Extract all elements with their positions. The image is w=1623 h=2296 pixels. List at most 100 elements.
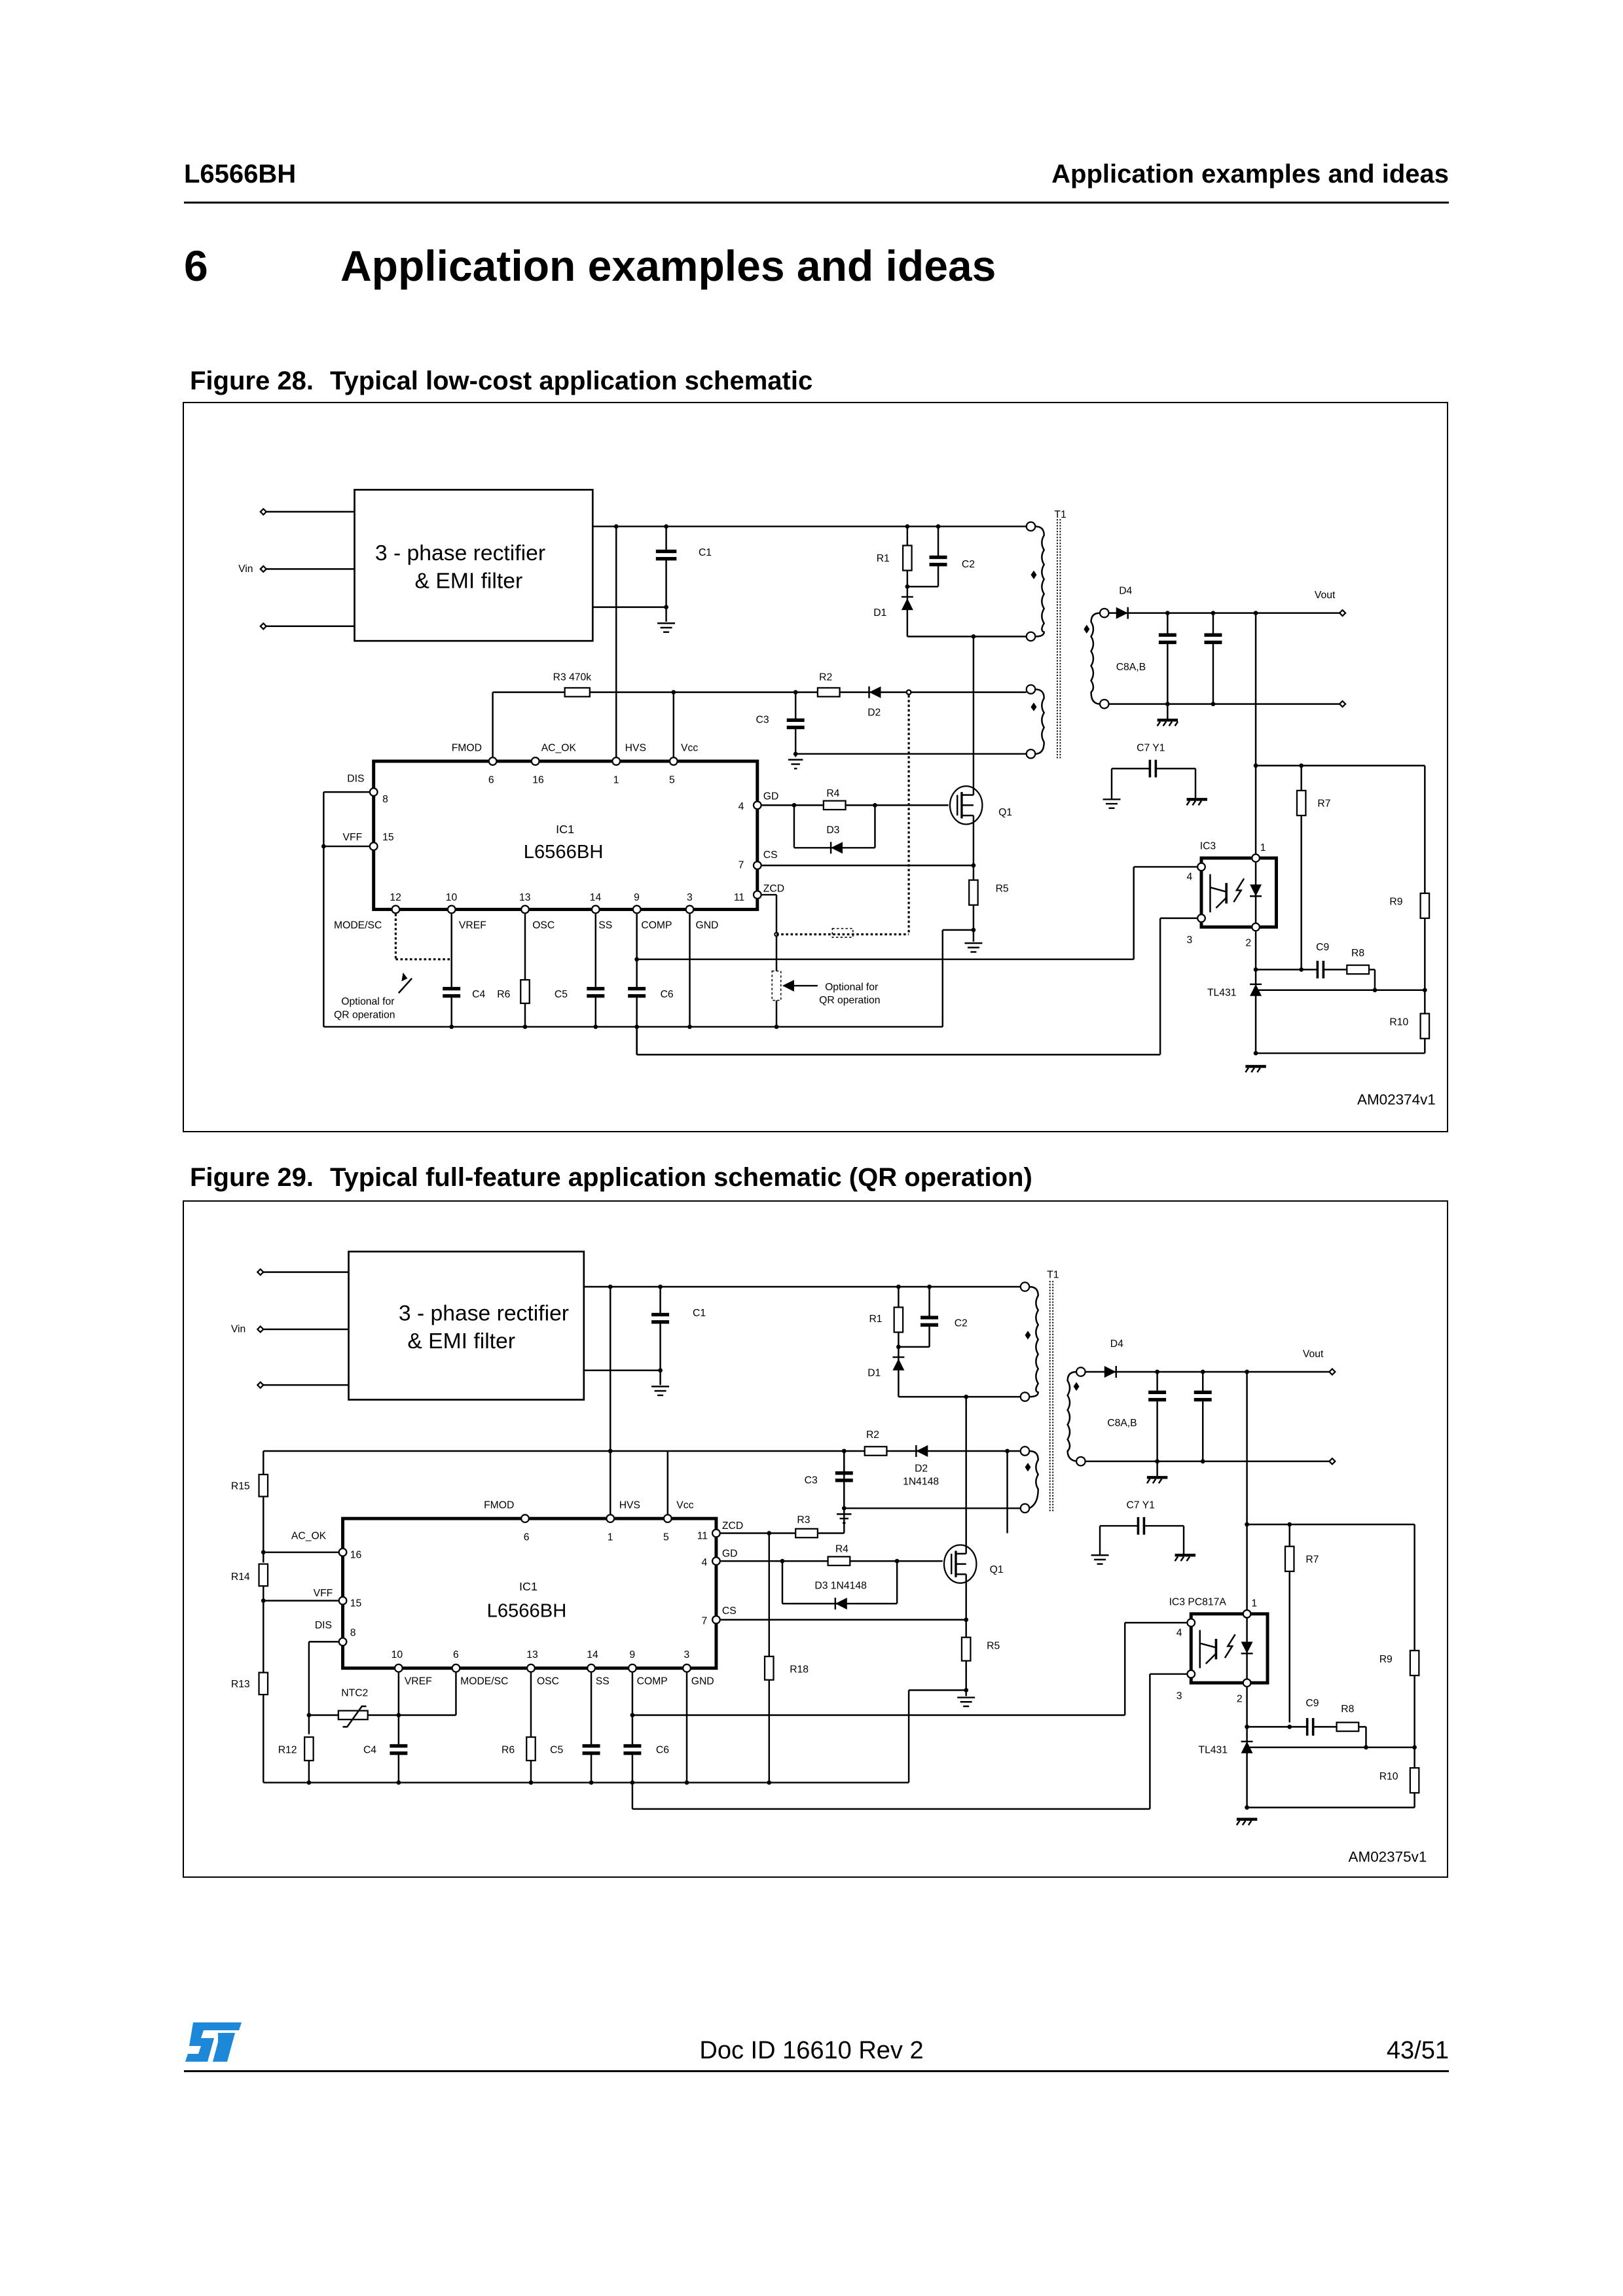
st-logo-icon [185,2022,242,2062]
pin-ss: SS [596,1676,610,1687]
figure-28-schematic: Vin 3 - phase rectifier & EMI filter C1 … [183,402,1448,1132]
r1-label: R1 [877,553,890,564]
pin-mode-sc: MODE/SC [334,920,382,931]
ic1-peripherals: Optional for QR operation C4 R6 C5 C6 Op… [323,893,1161,1056]
r3-label: R3 [797,1515,810,1526]
c9-label: C9 [1305,1698,1319,1709]
section-number: 6 [184,242,208,290]
vout-label: Vout [1315,590,1336,601]
optional-note-1b: QR operation [334,1009,395,1020]
vout-label: Vout [1303,1349,1324,1360]
snubber: R1 C2 D1 [867,1284,1021,1399]
r3-label: R3 470k [553,672,592,683]
pin-num: 15 [350,1598,362,1609]
r18-label: R18 [790,1664,809,1675]
pin-osc: OSC [532,920,555,931]
ic1-label: IC1 [519,1580,538,1593]
pin-hvs: HVS [625,742,646,753]
c4-label: C4 [472,989,485,1000]
optional-note-2b: QR operation [819,995,880,1006]
r7-label: R7 [1305,1554,1319,1565]
d3-label: D3 1N4148 [814,1581,867,1592]
c8-label: C8A,B [1107,1418,1137,1429]
secondary-output: D4 Vout C8A,B [1085,1338,1336,1808]
pin-num: 6 [524,1532,530,1543]
c3-label: C3 [805,1475,818,1486]
pin-num: 10 [392,1649,403,1660]
pin-num: 6 [453,1649,459,1660]
pin-num: 2 [1237,1693,1243,1704]
figure-number: Figure 28. [190,367,314,395]
r14-label: R14 [231,1571,250,1583]
pin-num: 7 [701,1616,707,1627]
r6-label: R6 [497,989,510,1000]
mosfet-q1-icon [949,636,983,942]
pin-fmod: FMOD [452,742,482,753]
pin-num: 4 [739,801,744,812]
rectifier-label-1: 3 - phase rectifier [375,541,545,565]
rectifier-label-2: & EMI filter [415,569,523,594]
r12-label: R12 [278,1745,297,1756]
gate-drive: R4 D3 1N4148 Q1 R5 [720,1397,1004,1708]
pin-num: 1 [1260,842,1266,853]
schematic-29-svg: Vin 3 - phase rectifier & EMI filter C1 … [231,1250,1427,1865]
pin-num: 15 [382,832,394,843]
transformer-t1: T1 [1025,509,1110,759]
ic1-part-label: L6566BH [487,1600,567,1621]
secondary-output: D4 Vout C8A,B [1108,585,1347,1055]
pin-zcd: ZCD [722,1520,743,1532]
pin-zcd: ZCD [763,884,784,895]
figure-id: AM02375v1 [1349,1849,1427,1865]
figure-29-schematic: Vin 3 - phase rectifier & EMI filter C1 … [183,1200,1448,1878]
r1-label: R1 [869,1314,882,1325]
pin-num: 16 [350,1550,362,1561]
footer-doc-id: Doc ID 16610 Rev 2 [699,2037,924,2064]
pin-num: 4 [1187,872,1193,883]
pin-num: 6 [488,775,494,786]
q1-label: Q1 [990,1564,1004,1575]
footer-page-number: 43/51 [1386,2037,1449,2064]
c7-label: C7 Y1 [1137,742,1165,753]
schematic-28-svg: Vin 3 - phase rectifier & EMI filter C1 … [238,488,1436,1108]
figure-title: Typical low-cost application schematic [330,367,813,395]
figure-28-caption: Figure 28. Typical low-cost application s… [190,367,812,396]
r10-label: R10 [1389,1017,1408,1028]
pin-num: 2 [1245,938,1251,949]
r6-label: R6 [501,1745,515,1756]
c6-label: C6 [656,1745,669,1756]
pin-num: 3 [684,1649,690,1660]
feedback-loop: R7 R9 R10 IC3 1 2 3 4 C9 R8 TL431 [1133,763,1431,1073]
footer-rule [184,2070,1449,2072]
pin-acok: AC_OK [291,1531,327,1542]
pin-comp: COMP [637,1676,668,1687]
pin-mode-sc: MODE/SC [460,1676,508,1687]
rectifier-label-1: 3 - phase rectifier [399,1302,569,1326]
d2-label: D2 [867,708,881,719]
header-rule [184,202,1449,204]
ic3-label: IC3 [1200,841,1216,852]
ic1-label: IC1 [556,823,574,836]
pin-vref: VREF [405,1676,432,1687]
snubber: R1 C2 D1 [873,524,1027,639]
pin-vref: VREF [459,920,486,931]
r7-label: R7 [1317,798,1330,810]
pin-num: 3 [687,892,693,903]
c2-label: C2 [962,559,975,570]
pin-num: 13 [519,892,531,903]
pin-num: 1 [608,1532,613,1543]
pin-num: 3 [1187,935,1193,946]
pin-num: 14 [587,1649,598,1660]
q1-label: Q1 [998,807,1012,818]
gate-drive: R4 D3 Q1 R5 [761,636,1012,953]
r5-label: R5 [987,1641,1000,1652]
d2-label: D2 [915,1463,928,1474]
pin-num: 8 [350,1627,356,1638]
pin-ss: SS [598,920,612,931]
aux-supply: R3 470k R2 D2 C3 [492,672,1027,935]
r15-label: R15 [231,1480,250,1492]
d1-label: D1 [867,1368,881,1379]
running-header-section: Application examples and ideas [1051,160,1449,188]
c1-label: C1 [699,547,712,558]
pin-num: 16 [532,775,544,786]
r2-label: R2 [866,1429,879,1441]
